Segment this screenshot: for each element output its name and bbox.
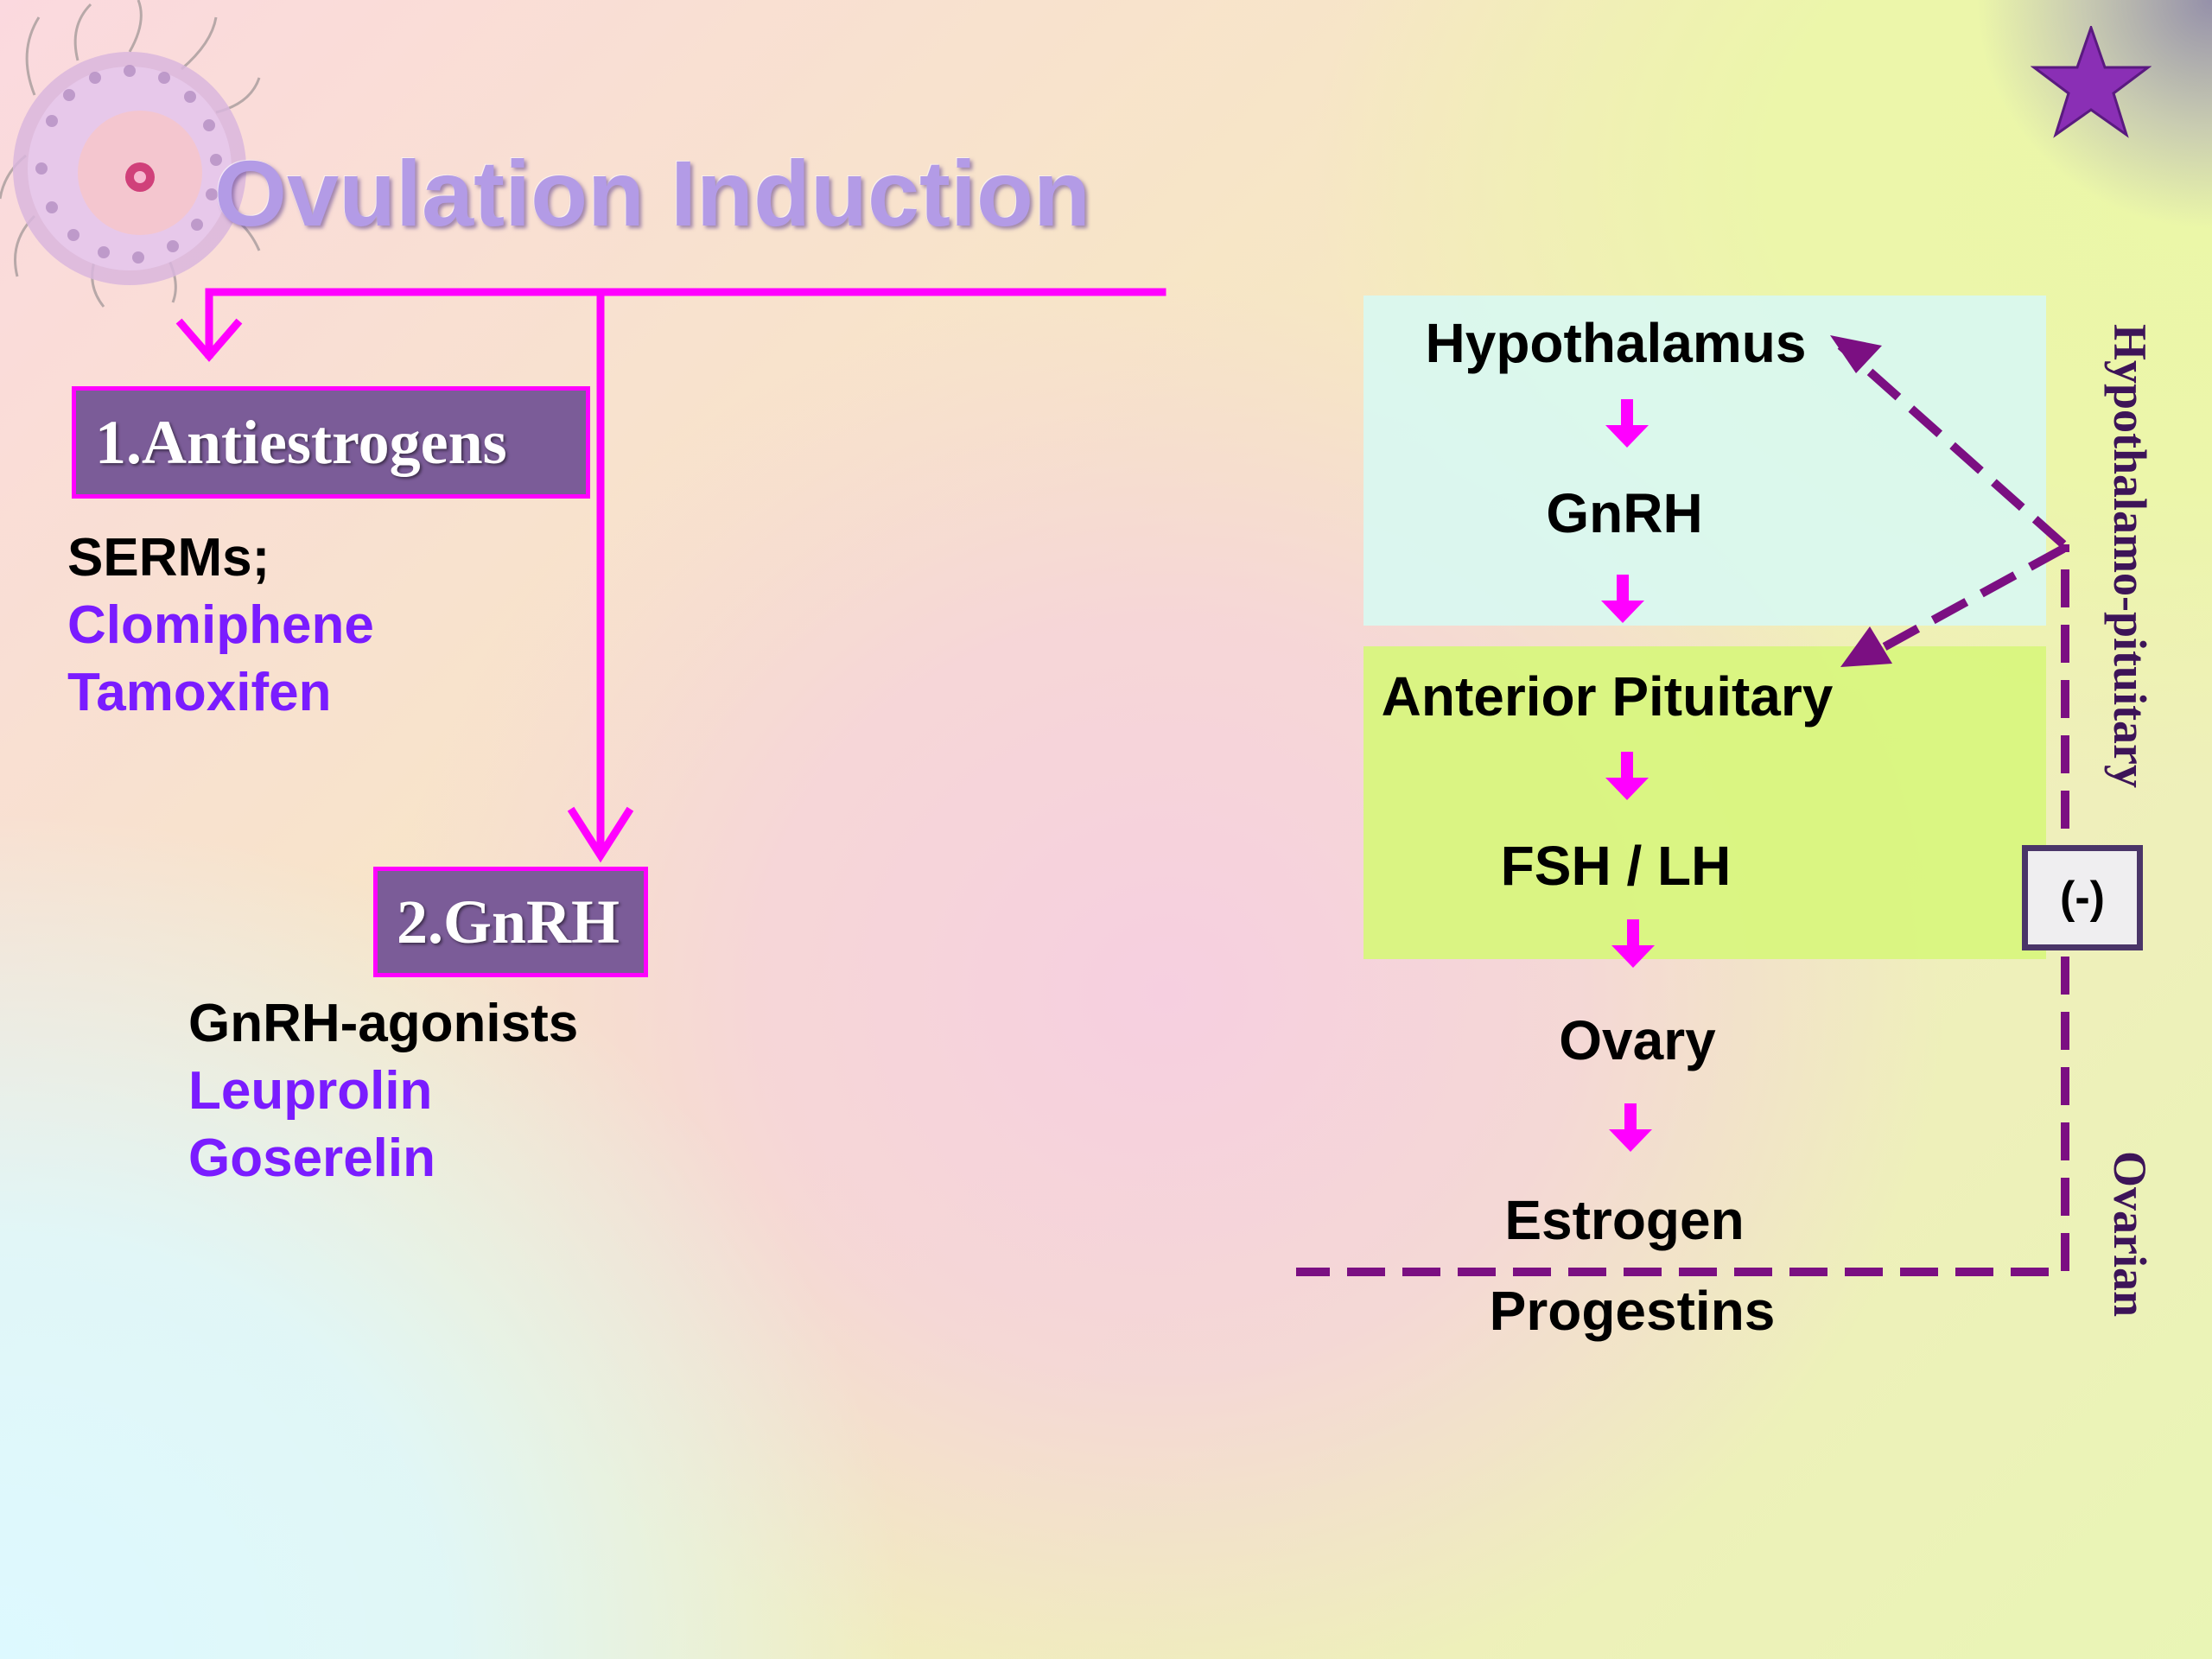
negative-feedback-label: (-) (2060, 873, 2105, 923)
hypothalamus-zone (1363, 296, 2046, 626)
node-gnrh: GnRH (1546, 482, 1703, 544)
feedback-arrowheads (1830, 335, 1892, 667)
slide-title: Ovulation Induction (214, 141, 1090, 245)
oocyte-illustration (0, 0, 261, 308)
category-antiestrogens-box: 1.Antiestrogens (72, 386, 590, 499)
node-ovary: Ovary (1559, 1009, 1716, 1071)
drug-clomiphene: Clomiphene (67, 595, 374, 655)
category-gnrh-box: 2.GnRH (373, 867, 648, 977)
star-icon (2031, 26, 2152, 138)
category-gnrh-label: 2.GnRH (397, 887, 620, 957)
drug-goserelin: Goserelin (188, 1128, 435, 1188)
gnrh-agonists-heading: GnRH-agonists (188, 994, 579, 1053)
side-label-ovarian: Ovarian (2104, 1151, 2156, 1318)
node-fsh-lh: FSH / LH (1500, 835, 1732, 897)
axis-arrows (1296, 335, 2069, 1276)
cascade-arrows (1601, 399, 1655, 1152)
feedback-lines (1296, 342, 2069, 1276)
category-connectors (175, 288, 1166, 863)
pituitary-zone (1363, 646, 2046, 959)
node-anterior-pituitary: Anterior Pituitary (1381, 665, 1834, 728)
node-progestins: Progestins (1489, 1280, 1776, 1342)
drug-tamoxifen: Tamoxifen (67, 663, 332, 722)
category-antiestrogens-label: 1.Antiestrogens (95, 407, 507, 477)
node-estrogen: Estrogen (1504, 1189, 1745, 1251)
antiestrogens-drug-list: SERMs; Clomiphene Tamoxifen (67, 524, 374, 727)
corner-shade (1918, 0, 2212, 285)
node-hypothalamus: Hypothalamus (1425, 312, 1807, 374)
side-label-hypothalamo-pituitary: Hypothalamo-pituitary (2104, 324, 2156, 789)
negative-feedback-box: (-) (2022, 845, 2143, 950)
serms-heading: SERMs; (67, 528, 270, 588)
drug-leuprolin: Leuprolin (188, 1061, 433, 1121)
gnrh-drug-list: GnRH-agonists Leuprolin Goserelin (188, 990, 578, 1192)
